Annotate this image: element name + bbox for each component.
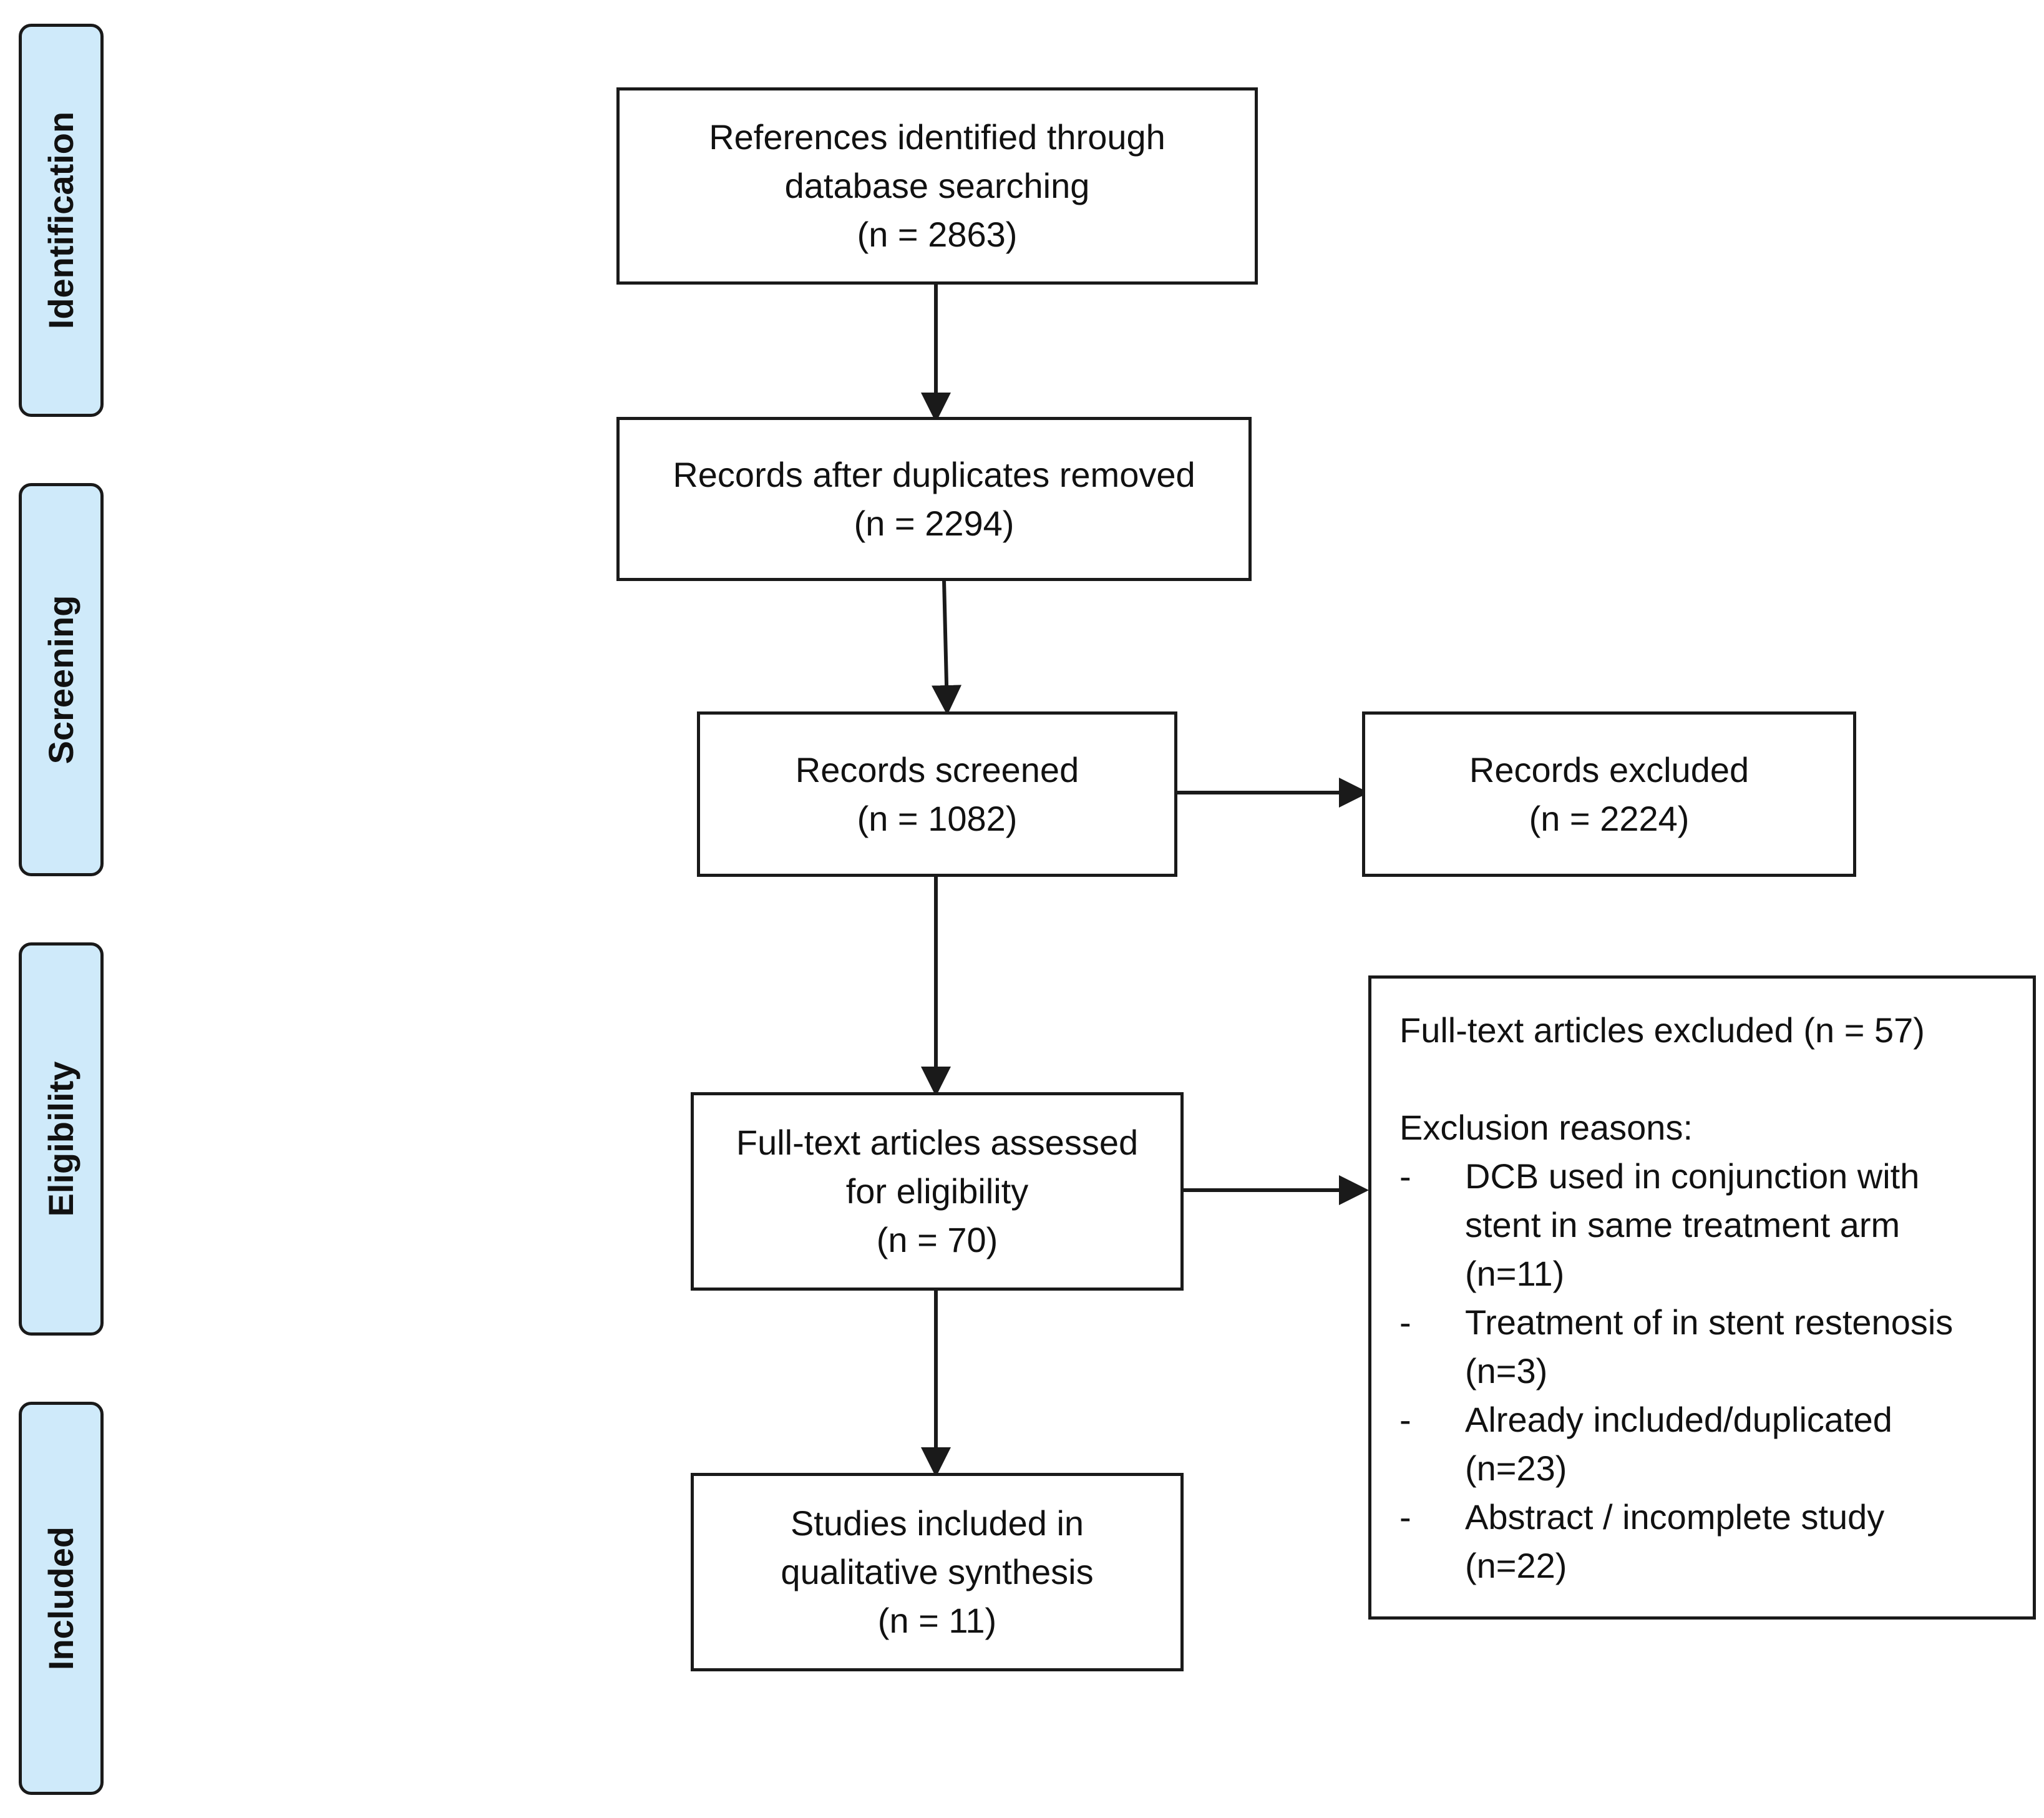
- box-records-excluded: Records excluded (n = 2224): [1362, 711, 1856, 877]
- arrow-deduplicated-to-screened: [932, 579, 962, 715]
- reason-2-line-1: Treatment of in stent restenosis: [1465, 1302, 1954, 1342]
- stage-tab-identification: Identification: [19, 24, 104, 417]
- fulltext-assessed-count: (n = 70): [876, 1220, 998, 1259]
- exclusion-reasons-heading: Exclusion reasons:: [1399, 1108, 1693, 1147]
- identified-line-1: References identified through: [709, 117, 1166, 157]
- identified-count: (n = 2863): [857, 215, 1018, 254]
- stage-tab-eligibility: Eligibility: [19, 942, 104, 1336]
- reason-2-count: (n=3): [1465, 1351, 1548, 1390]
- reason-3-count: (n=23): [1465, 1449, 1567, 1488]
- reason-bullet: -: [1399, 1302, 1411, 1342]
- fulltext-assessed-line-2: for eligibility: [845, 1171, 1029, 1211]
- reason-bullet: -: [1399, 1497, 1411, 1537]
- fulltext-excluded-heading: Full-text articles excluded (n = 57): [1399, 1010, 1925, 1050]
- reason-bullet: -: [1399, 1156, 1411, 1196]
- exclusion-reason-item: Treatment of in stent restenosis (n=3): [1465, 1298, 2014, 1395]
- reason-1-line-2: stent in same treatment arm: [1465, 1205, 1900, 1244]
- box-studies-included: Studies included in qualitative synthesi…: [691, 1473, 1184, 1671]
- screened-count: (n = 1082): [857, 798, 1018, 838]
- reason-4-line-1: Abstract / incomplete study: [1465, 1497, 1885, 1537]
- exclusion-reason-item: DCB used in conjunction with stent in sa…: [1465, 1152, 2014, 1298]
- screened-line-1: Records screened: [795, 750, 1079, 789]
- exclusion-reason-item: Abstract / incomplete study (n=22): [1465, 1493, 2014, 1590]
- identified-line-2: database searching: [784, 166, 1090, 205]
- after-duplicates-line-1: Records after duplicates removed: [673, 454, 1195, 494]
- box-fulltext-excluded: Full-text articles excluded (n = 57) Exc…: [1368, 975, 2036, 1620]
- included-line-1: Studies included in: [790, 1503, 1084, 1543]
- box-records-screened: Records screened (n = 1082): [697, 711, 1177, 877]
- box-fulltext-assessed: Full-text articles assessed for eligibil…: [691, 1092, 1184, 1291]
- reason-4-count: (n=22): [1465, 1546, 1567, 1585]
- included-count: (n = 11): [877, 1601, 997, 1640]
- records-excluded-line-1: Records excluded: [1469, 750, 1750, 789]
- box-after-duplicates: Records after duplicates removed (n = 22…: [616, 417, 1252, 581]
- reason-1-count: (n=11): [1465, 1254, 1565, 1293]
- included-line-2: qualitative synthesis: [781, 1552, 1094, 1591]
- records-excluded-count: (n = 2224): [1529, 798, 1690, 838]
- stage-tab-screening: Screening: [19, 483, 104, 876]
- exclusion-reason-item: Already included/duplicated (n=23): [1465, 1395, 2014, 1493]
- stage-tab-included: Included: [19, 1402, 104, 1795]
- reason-bullet: -: [1399, 1400, 1411, 1439]
- box-references-identified: References identified through database s…: [616, 87, 1258, 285]
- fulltext-assessed-line-1: Full-text articles assessed: [736, 1123, 1139, 1162]
- after-duplicates-count: (n = 2294): [854, 503, 1015, 543]
- reason-3-line-1: Already included/duplicated: [1465, 1400, 1892, 1439]
- reason-1-line-1: DCB used in conjunction with: [1465, 1156, 1920, 1196]
